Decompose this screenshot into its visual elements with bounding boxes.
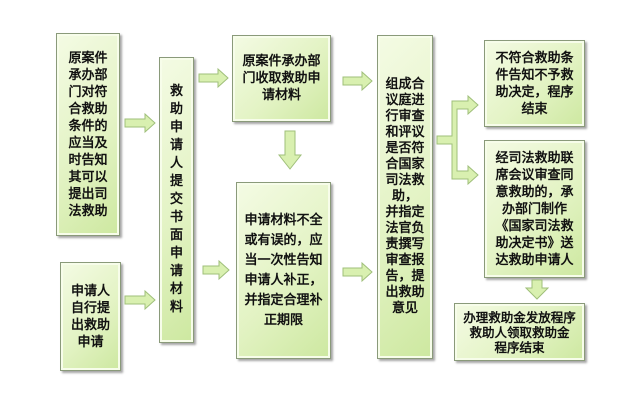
arrow-down-icon <box>277 130 303 170</box>
box-payment: 办理救助金发放程序 救助人领取救助金 程序结束 <box>454 303 585 361</box>
box-incomplete-materials: 申请材料不全 或有误的，应 当一次性告知 申请人补正， 并指定合理补 正期限 <box>236 182 331 359</box>
box-text: 经司法救助联 席会议审查同 意救助的，承 办部门制作 《国家司法救 助决定书》送… <box>495 150 574 268</box>
box-text: 组成合 议庭进 行审查 和评议 是否符 合国家 司法救 助， 并指定 法官负 责… <box>385 77 425 316</box>
box-text: 不符合救助条 件告知不予救 助决定，程序 结束 <box>495 50 574 117</box>
box-text: 申请材料不全 或有误的，应 当一次性告知 申请人补正， 并指定合理补 正期限 <box>244 212 323 328</box>
arrow-right-icon <box>198 67 229 89</box>
box-notify-eligible: 原案件 承办部 门对符 合救助 条件的 应当及 时告知 其可以 提出司 法救助 <box>56 33 120 236</box>
box-self-apply: 申请人 自行提 出救助 申请 <box>60 262 121 371</box>
box-text: 原案件承办部 门收取救助申 请材料 <box>242 54 321 103</box>
box-text: 原案件 承办部 门对符 合救助 条件的 应当及 时告知 其可以 提出司 法救助 <box>68 50 108 219</box>
box-collect-materials: 原案件承办部 门收取救助申 请材料 <box>232 35 331 122</box>
arrow-right-icon <box>124 112 156 134</box>
box-text: 办理救助金发放程序 救助人领取救助金 程序结束 <box>463 309 576 355</box>
box-text: 救 助 申 请 人 提 交 书 面 申 请 材 料 <box>169 84 183 315</box>
arrow-right-icon <box>202 259 230 281</box>
box-panel-review: 组成合 议庭进 行审查 和评议 是否符 合国家 司法救 助， 并指定 法官负 责… <box>377 35 433 359</box>
arrow-right-icon <box>342 261 373 283</box>
box-not-eligible: 不符合救助条 件告知不予救 助决定，程序 结束 <box>484 40 585 127</box>
arrow-branch-icon <box>436 94 479 186</box>
box-submit-materials: 救 助 申 请 人 提 交 书 面 申 请 材 料 <box>159 57 194 343</box>
arrow-right-icon <box>342 70 373 92</box>
arrow-right-icon <box>124 289 156 311</box>
arrow-down-icon <box>524 279 550 300</box>
box-text: 申请人 自行提 出救助 申请 <box>70 283 110 350</box>
box-approved: 经司法救助联 席会议审查同 意救助的，承 办部门制作 《国家司法救 助决定书》送… <box>484 140 585 278</box>
